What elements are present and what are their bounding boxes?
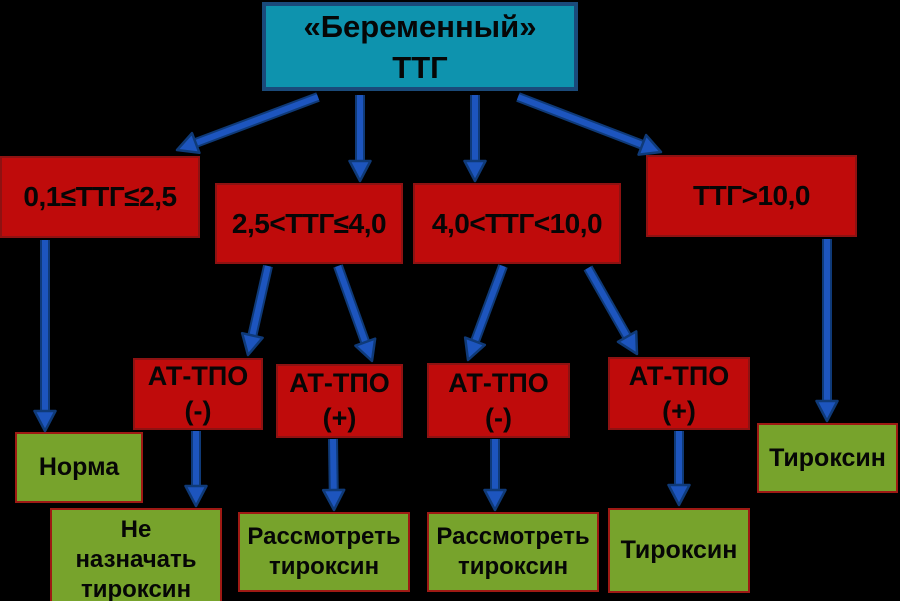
node-label: тироксин <box>80 576 192 601</box>
node-label: АТ-ТПО <box>628 360 730 391</box>
node-label: назначать <box>75 546 197 573</box>
node-tsh-range-low: 0,1≤ТТГ≤2,5 <box>0 156 200 238</box>
node-tsh-range-high: ТТГ>10,0 <box>646 155 857 237</box>
node-consider-thyroxine-2: Рассмотреть тироксин <box>427 512 599 592</box>
node-label: Тироксин <box>769 443 886 472</box>
node-label: (-) <box>184 396 212 426</box>
node-label: Рассмотреть <box>247 523 401 550</box>
node-label: (-) <box>485 402 512 433</box>
node-label: «Беременный» <box>303 8 537 44</box>
node-label: ТТГ>10,0 <box>693 180 810 211</box>
node-label: Норма <box>38 453 120 481</box>
node-label: 4,0<ТТГ<10,0 <box>431 207 603 239</box>
node-pregnant-tsh: «Беременный» ТТГ <box>262 2 578 91</box>
node-at-tpo-positive-1: АТ-ТПО (+) <box>276 364 403 438</box>
node-label: Не <box>120 516 152 543</box>
node-label: Тироксин <box>620 536 738 564</box>
node-thyroxine-right: Тироксин <box>757 423 898 493</box>
node-label: 2,5<ТТГ≤4,0 <box>231 207 387 239</box>
node-no-thyroxine: Не назначать тироксин <box>50 508 222 601</box>
node-at-tpo-positive-2: АТ-ТПО (+) <box>608 357 750 430</box>
node-label: тироксин <box>457 553 569 580</box>
node-label: АТ-ТПО <box>448 367 549 398</box>
node-label: тироксин <box>268 553 380 580</box>
node-norma: Норма <box>15 432 143 503</box>
node-label: АТ-ТПО <box>289 368 390 398</box>
node-consider-thyroxine-1: Рассмотреть тироксин <box>238 512 410 592</box>
node-label: ТТГ <box>392 49 448 85</box>
node-label: Рассмотреть <box>436 523 590 550</box>
node-at-tpo-negative-1: АТ-ТПО (-) <box>133 358 263 430</box>
node-tsh-range-mid-high: 4,0<ТТГ<10,0 <box>413 183 621 264</box>
node-label: (+) <box>662 395 696 426</box>
node-thyroxine-bottom: Тироксин <box>608 508 750 593</box>
node-label: (+) <box>322 403 357 433</box>
node-label: 0,1≤ТТГ≤2,5 <box>23 181 177 212</box>
node-tsh-range-mid-low: 2,5<ТТГ≤4,0 <box>215 183 403 264</box>
node-at-tpo-negative-2: АТ-ТПО (-) <box>427 363 570 438</box>
node-label: АТ-ТПО <box>147 361 249 391</box>
